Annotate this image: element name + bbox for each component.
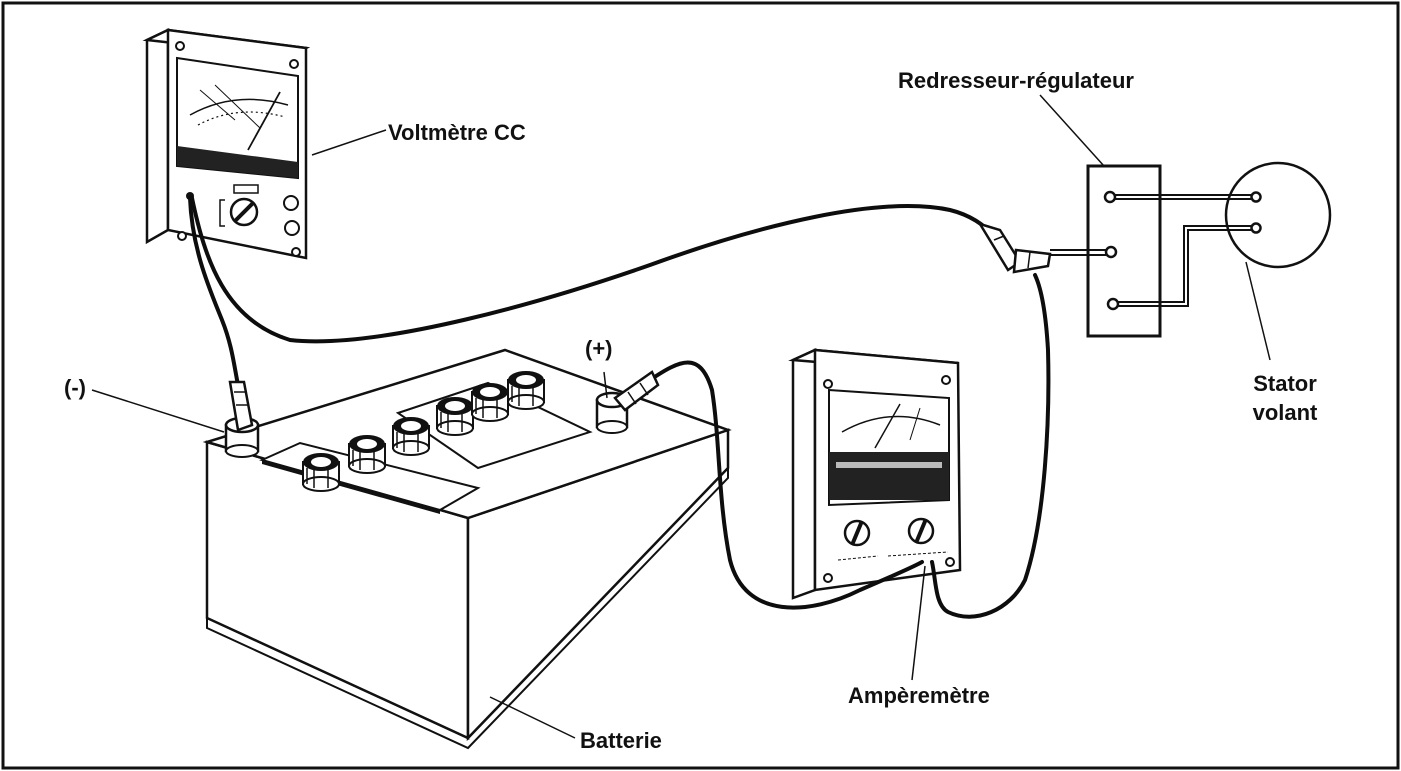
leader-voltmeter (311, 129, 387, 156)
filler-cap (302, 453, 340, 492)
ammeter (788, 348, 962, 600)
label-stator-line2: volant (1253, 400, 1318, 425)
label-battery: Batterie (580, 728, 662, 753)
leader-ammeter (911, 565, 926, 681)
leader-positive (603, 371, 608, 399)
regulator-terminal (1103, 190, 1117, 204)
regulator-terminal (1106, 297, 1120, 311)
label-rectifier: Redresseur-régulateur (898, 68, 1134, 93)
ammeter-needle (874, 403, 901, 449)
display-band (177, 146, 298, 178)
label-ammeter: Ampèremètre (848, 683, 990, 708)
negative-clip (228, 380, 254, 432)
positive-terminal (595, 391, 629, 434)
label-voltmeter: Voltmètre CC (388, 120, 526, 145)
leader-negative (91, 389, 225, 433)
ammeter-knob-right (907, 517, 935, 545)
label-positive: (+) (585, 336, 613, 361)
ammeter-knob-left (843, 519, 871, 547)
stator-terminal (1250, 191, 1262, 203)
battery (202, 348, 732, 750)
filler-cap (348, 435, 386, 474)
stator-wiring (1115, 194, 1251, 307)
dc-voltmeter (142, 28, 311, 260)
voltmeter-positive-lead (190, 196, 995, 344)
battery-ammeter-cable (648, 360, 924, 610)
cables (188, 196, 1051, 619)
label-stator-line1: Stator (1253, 371, 1317, 396)
ammeter-band-line (836, 462, 942, 468)
leader-lines (91, 94, 1271, 739)
leader-stator (1245, 261, 1271, 361)
regulator-clip (977, 221, 1052, 274)
leader-battery (489, 696, 576, 739)
filler-caps (302, 371, 545, 492)
regulator-terminal (1104, 245, 1118, 259)
label-negative: (-) (64, 375, 86, 400)
filler-cap (507, 371, 545, 410)
positive-clip (613, 370, 660, 412)
stator (1224, 161, 1332, 269)
ammeter-display-band (829, 452, 949, 500)
filler-cap (471, 383, 509, 422)
voltmeter-negative-lead (188, 196, 240, 387)
alligator-clips (228, 221, 1106, 432)
voltmeter-range-knob (229, 197, 259, 227)
ammeter-regulator-cable (930, 273, 1051, 619)
filler-cap (436, 397, 474, 436)
filler-cap (392, 417, 430, 456)
voltmeter-needle (247, 91, 281, 151)
leader-rectifier (1039, 94, 1105, 167)
stator-terminal (1250, 222, 1262, 234)
